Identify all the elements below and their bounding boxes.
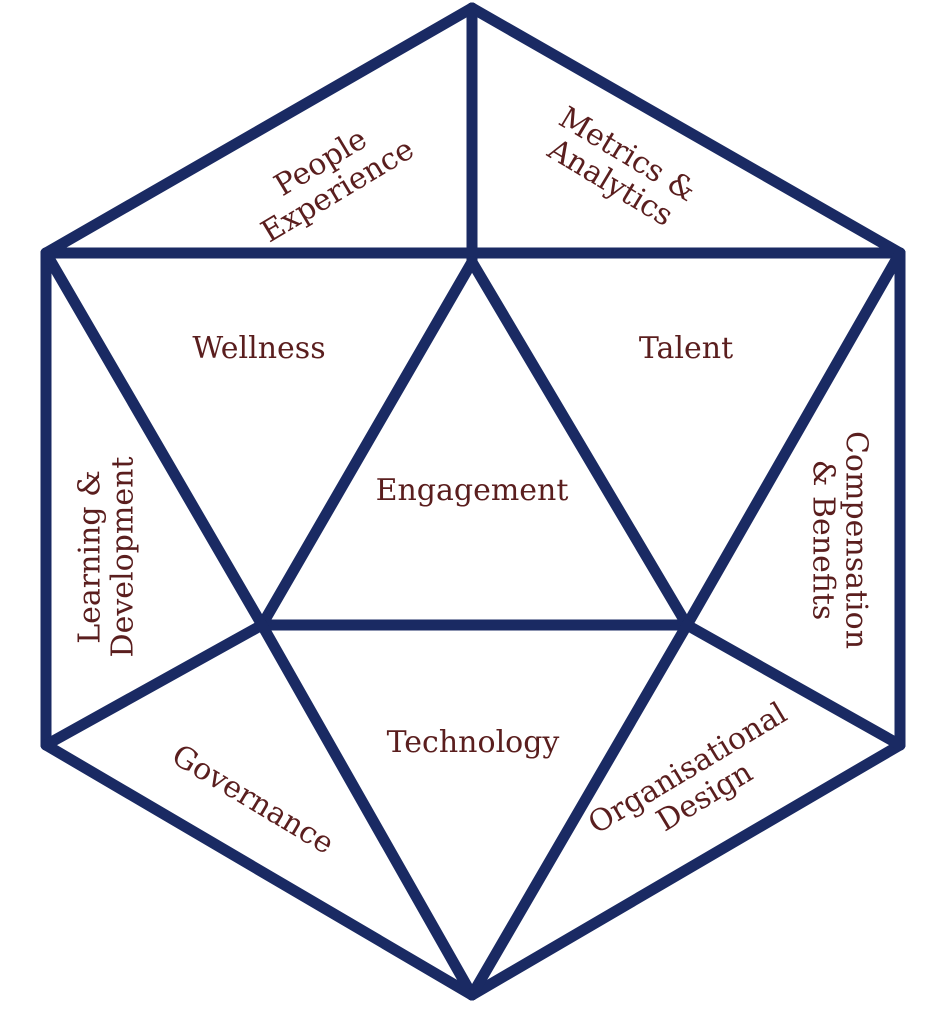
segment-label-line: Governance (166, 738, 340, 862)
outer-edge-top-right (466, 2, 906, 259)
segment-label-line: Wellness (192, 331, 325, 366)
segment-label-organisational-design: OrganisationalDesign (582, 696, 810, 870)
inner-edge-lower-right (681, 619, 906, 751)
inner-edge-triangle-right (466, 256, 693, 631)
inner-edge-left-diagonal (40, 247, 268, 631)
inner-edge-right-diagonal (681, 247, 906, 631)
segment-label-line: Compensation (839, 431, 874, 649)
segment-label-talent: Talent (639, 331, 733, 366)
segment-label-learning-development: Learning &Development (73, 457, 141, 658)
segment-label-line: Engagement (376, 473, 569, 508)
segment-label-line: & Benefits (806, 460, 841, 621)
diagram-edges (40, 2, 906, 1001)
segment-label-technology: Technology (387, 725, 560, 760)
inner-edge-lower-left (40, 619, 268, 751)
outer-edge-bottom-left (40, 739, 478, 1001)
outer-edge-top-left (40, 2, 478, 259)
segment-label-compensation-benefits: Compensation& Benefits (806, 431, 874, 649)
inner-edge-triangle-left (256, 256, 478, 631)
segment-label-governance: Governance (166, 738, 340, 862)
inner-edge-bottom-left (256, 619, 478, 1001)
segment-label-line: Technology (387, 725, 560, 760)
segment-label-line: Learning & (73, 470, 108, 644)
outer-edge-bottom-right (466, 739, 906, 1001)
segment-label-line: Talent (639, 331, 733, 366)
inner-edge-bottom-right (466, 619, 693, 1001)
segment-label-wellness: Wellness (192, 331, 325, 366)
segment-label-engagement: Engagement (376, 473, 569, 508)
segment-label-line: Development (106, 457, 141, 658)
